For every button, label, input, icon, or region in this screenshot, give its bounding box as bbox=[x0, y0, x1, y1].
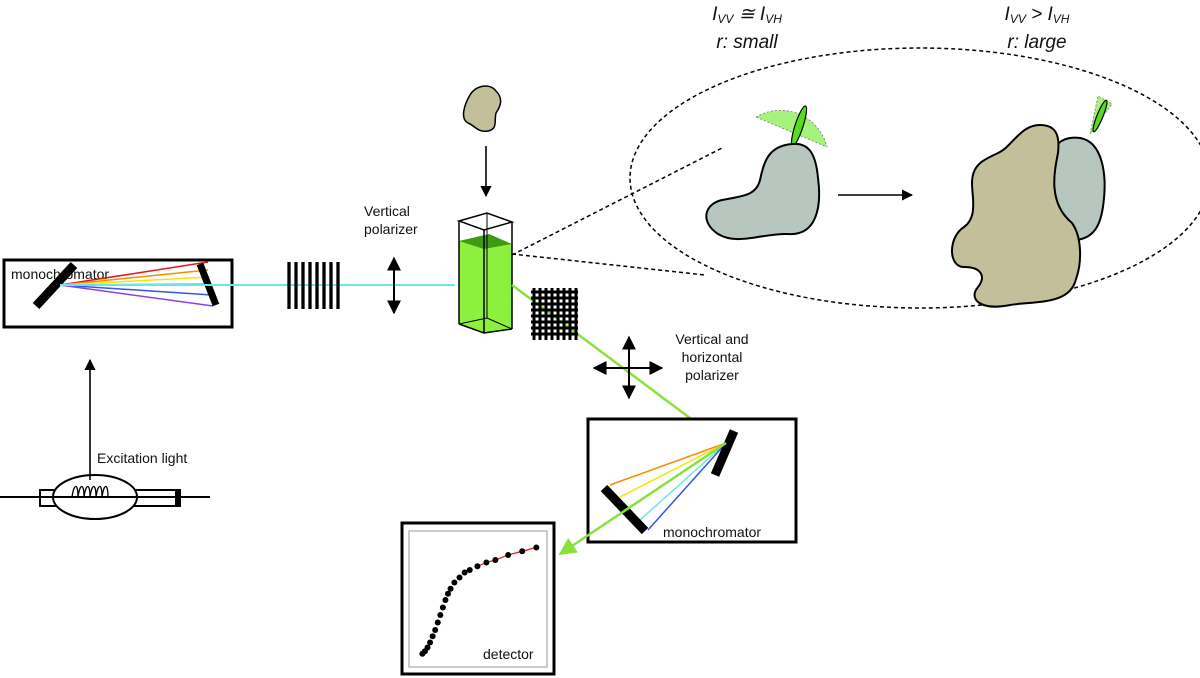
monochromator-2-label: monochromator bbox=[663, 524, 761, 540]
state-small-intensity: IVV ≅ IVH bbox=[712, 4, 782, 26]
data-points bbox=[419, 544, 540, 657]
monochromator-1: monochromator bbox=[2, 258, 234, 329]
monochromator-2: monochromator bbox=[558, 417, 798, 556]
data-point bbox=[445, 590, 451, 597]
small-molecule bbox=[705, 142, 821, 241]
data-point bbox=[434, 619, 441, 626]
data-point bbox=[424, 644, 431, 651]
detector: detector bbox=[400, 521, 556, 676]
data-point bbox=[483, 559, 490, 566]
data-point bbox=[456, 574, 463, 581]
data-point bbox=[519, 548, 526, 555]
data-point bbox=[461, 569, 468, 576]
fluorophore-glow-small bbox=[755, 110, 828, 148]
zoom-line-top bbox=[511, 147, 723, 256]
data-point bbox=[505, 552, 512, 558]
data-point bbox=[429, 633, 436, 640]
vh-polarizer-label-1: Vertical and bbox=[675, 331, 748, 347]
state-large: IVV > IVH r: large bbox=[951, 4, 1113, 308]
data-point bbox=[533, 544, 540, 551]
lamp-icon bbox=[0, 474, 210, 520]
data-point bbox=[437, 612, 444, 618]
vertical-polarizer-label-2: polarizer bbox=[364, 221, 418, 237]
detector-beam bbox=[558, 441, 727, 556]
data-point bbox=[432, 627, 439, 633]
vh-polarizer-label-2: horizontal bbox=[682, 349, 743, 365]
zoom-line-bottom bbox=[511, 253, 706, 276]
zoom-ellipse bbox=[629, 47, 1200, 309]
state-large-r: r: large bbox=[1007, 32, 1066, 53]
mirror-2 bbox=[710, 429, 739, 477]
data-point bbox=[466, 567, 473, 573]
analyte-molecule bbox=[462, 85, 502, 133]
vertical-polarizer-label-1: Vertical bbox=[364, 203, 410, 219]
data-point bbox=[439, 604, 446, 611]
data-point bbox=[447, 585, 454, 592]
data-point bbox=[427, 639, 434, 646]
excitation-label: Excitation light bbox=[97, 450, 187, 466]
grating-1 bbox=[32, 261, 78, 310]
state-large-intensity: IVV > IVH bbox=[1005, 4, 1070, 26]
data-point bbox=[442, 597, 449, 603]
large-molecule bbox=[951, 123, 1082, 308]
state-small: IVV ≅ IVH r: small bbox=[705, 4, 828, 241]
cuvette bbox=[456, 212, 515, 334]
slit-filter bbox=[287, 262, 340, 309]
data-point bbox=[451, 579, 458, 586]
state-small-r: r: small bbox=[716, 32, 778, 53]
data-point bbox=[492, 557, 499, 563]
detector-label: detector bbox=[483, 646, 534, 662]
grid-polarizer bbox=[531, 288, 578, 340]
data-point bbox=[474, 563, 481, 570]
fluorophore-large bbox=[1092, 99, 1108, 133]
vh-polarizer-label-3: polarizer bbox=[685, 367, 739, 383]
